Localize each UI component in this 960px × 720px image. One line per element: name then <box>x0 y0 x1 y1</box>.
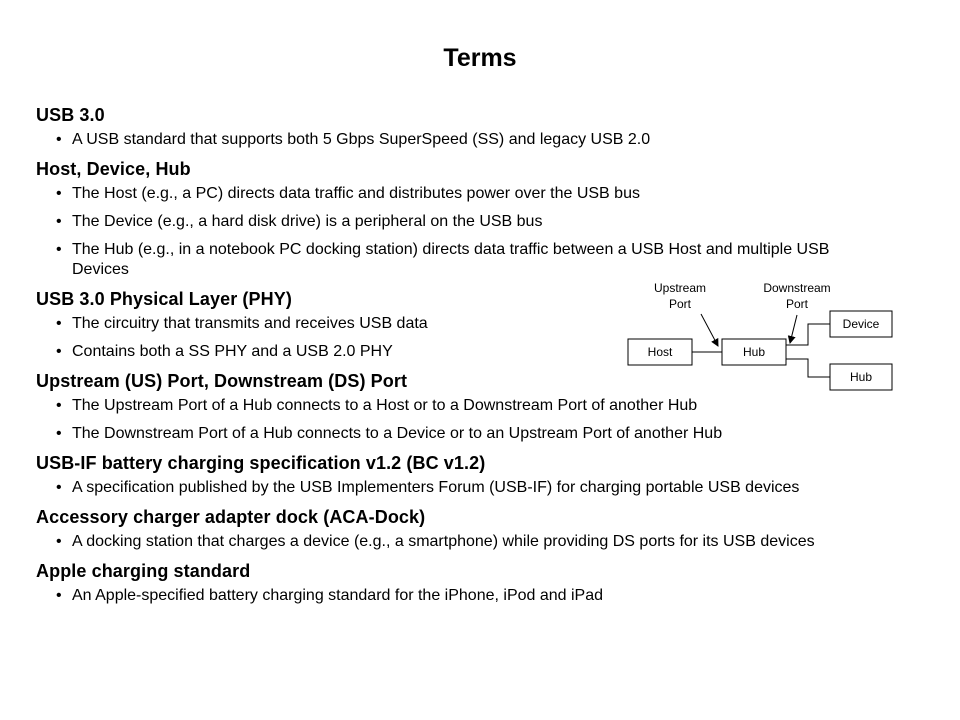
bullet-item: The Device (e.g., a hard disk drive) is … <box>36 212 916 232</box>
term-heading: Apple charging standard <box>36 561 251 581</box>
bullet-item: A docking station that charges a device … <box>36 532 902 552</box>
bullet-item: The Host (e.g., a PC) directs data traff… <box>36 184 916 204</box>
bullet-item: An Apple-specified battery charging stan… <box>36 586 916 606</box>
term-heading: USB 3.0 Physical Layer (PHY) <box>36 289 292 309</box>
slide-title: Terms <box>443 44 517 72</box>
bullet-item: The circuitry that transmits and receive… <box>36 314 916 334</box>
bullet-item: Contains both a SS PHY and a USB 2.0 PHY <box>36 342 916 362</box>
term-bullets: A docking station that charges a device … <box>36 532 916 552</box>
bullet-item: The Upstream Port of a Hub connects to a… <box>36 396 916 416</box>
term-heading: USB 3.0 <box>36 105 105 125</box>
bullet-item: The Downstream Port of a Hub connects to… <box>36 424 916 444</box>
term-heading: USB-IF battery charging specification v1… <box>36 453 486 473</box>
term-bullets: A specification published by the USB Imp… <box>36 478 916 498</box>
bullet-item: The Hub (e.g., in a notebook PC docking … <box>36 240 842 280</box>
term-heading: Upstream (US) Port, Downstream (DS) Port <box>36 371 408 391</box>
term-bullets: A USB standard that supports both 5 Gbps… <box>36 130 916 150</box>
term-bullets: The Upstream Port of a Hub connects to a… <box>36 396 916 444</box>
term-heading: Host, Device, Hub <box>36 159 191 179</box>
terms-list: USB 3.0 A USB standard that supports bot… <box>36 100 916 614</box>
term-heading: Accessory charger adapter dock (ACA-Dock… <box>36 507 426 527</box>
bullet-item: A USB standard that supports both 5 Gbps… <box>36 130 916 150</box>
term-bullets: The circuitry that transmits and receive… <box>36 314 916 362</box>
bullet-item: A specification published by the USB Imp… <box>36 478 862 498</box>
term-bullets: An Apple-specified battery charging stan… <box>36 586 916 606</box>
term-bullets: The Host (e.g., a PC) directs data traff… <box>36 184 916 280</box>
